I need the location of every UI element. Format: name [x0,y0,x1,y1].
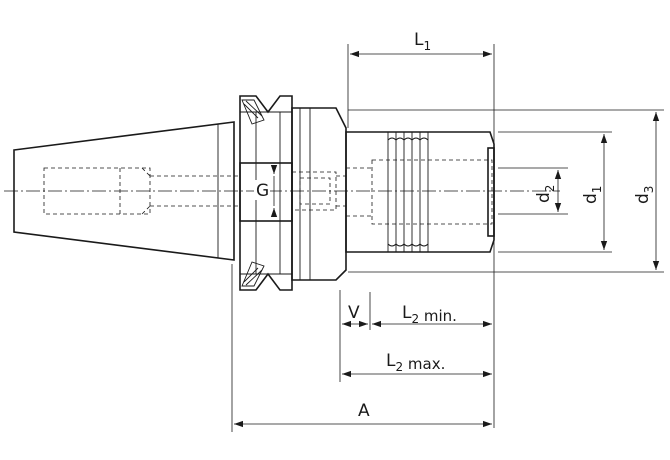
collar [291,107,347,281]
label-d1: d1 [581,186,604,204]
dim-L1 [347,44,495,428]
tool-bore-hidden [346,159,493,225]
label-d3: d3 [633,186,656,204]
label-A: A [358,401,370,421]
dim-d3 [348,109,664,273]
dim-V-L2min [339,290,492,382]
label-L2min: L2 min. [402,303,457,326]
taper-hidden-bore [43,167,240,215]
label-L1: L1 [414,30,431,53]
label-V: V [348,303,360,323]
collet-nut [345,131,495,253]
dim-d1 [498,131,612,253]
label-d2: d2 [534,185,557,203]
label-L2max: L2 max. [386,351,445,374]
inner-passage-hidden [291,171,346,211]
taper-shank [13,121,235,261]
dim-d2 [498,167,568,215]
dim-A [231,264,492,432]
label-G: G [256,181,269,201]
